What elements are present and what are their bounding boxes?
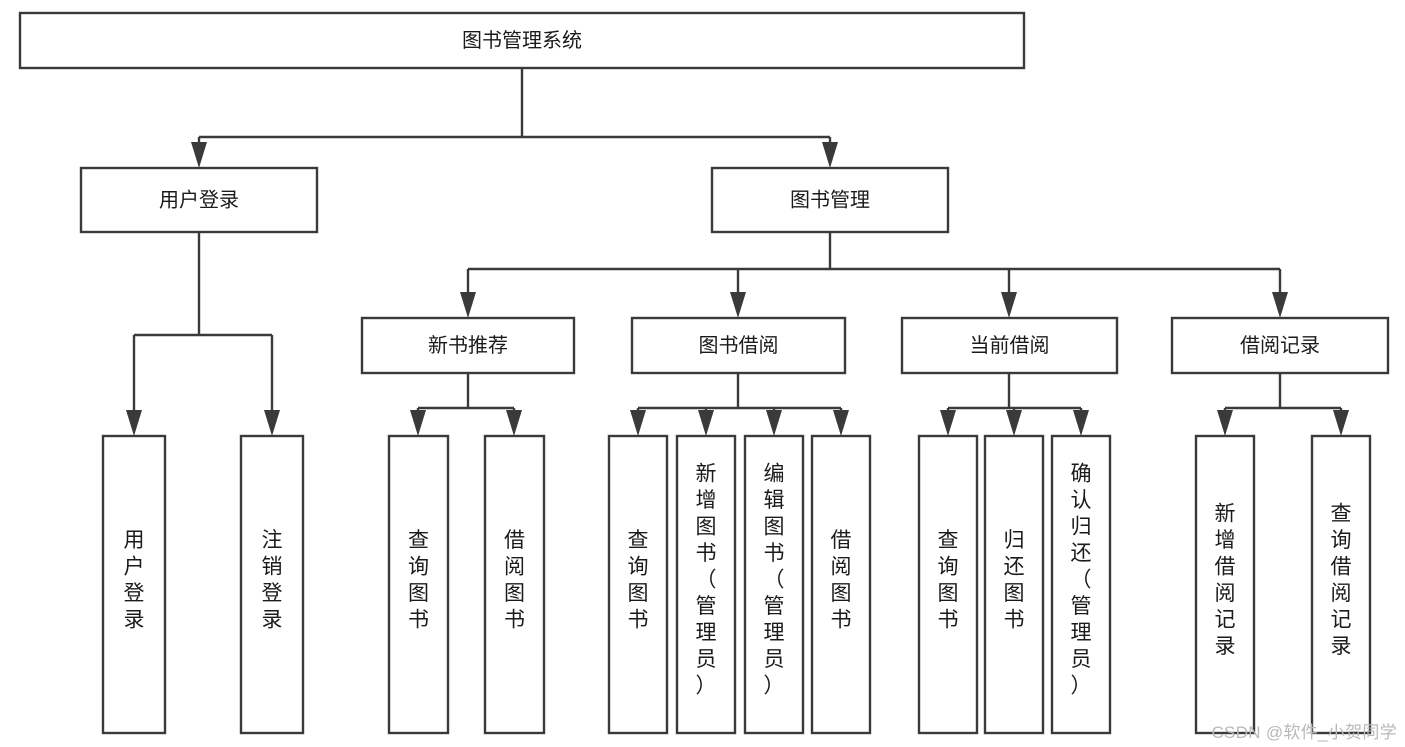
node-leaf-7[interactable]: 借阅图书	[810, 434, 872, 735]
connector-group-bookmgmt-to-level3	[460, 232, 1288, 318]
node-level2-1[interactable]: 图书管理	[710, 166, 950, 234]
node-leaf-10[interactable]: 确认归还（管理员）	[1050, 434, 1112, 735]
node-leaf-5[interactable]: 新增图书（管理员）	[675, 434, 737, 735]
node-leaf-3[interactable]: 借阅图书	[483, 434, 546, 735]
node-leaf-2[interactable]: 查询图书	[387, 434, 450, 735]
arrow-head-icon	[264, 410, 280, 436]
arrow-head-icon	[1073, 410, 1089, 436]
node-box[interactable]	[360, 316, 576, 375]
node-box[interactable]	[917, 434, 979, 735]
arrow-head-icon	[730, 292, 746, 318]
node-label: 编辑图书（管理员）	[764, 463, 785, 698]
node-leaf-11[interactable]: 新增借阅记录	[1194, 434, 1256, 735]
node-box[interactable]	[1194, 434, 1256, 735]
node-label: 用户登录	[159, 188, 239, 211]
node-leaf-6[interactable]: 编辑图书（管理员）	[743, 434, 805, 735]
node-box[interactable]	[1310, 434, 1372, 735]
node-level2-0[interactable]: 用户登录	[79, 166, 319, 234]
connector-group-borrow-to-leaves	[630, 373, 849, 436]
node-box[interactable]	[630, 316, 847, 375]
arrow-head-icon	[460, 292, 476, 318]
connector-group-current-to-leaves	[940, 373, 1089, 436]
arrow-head-icon	[1006, 410, 1022, 436]
arrow-head-icon	[126, 410, 142, 436]
connector-group-userlogin-to-leaves	[126, 232, 280, 436]
node-label: 借阅图书	[831, 529, 852, 632]
arrow-head-icon	[940, 410, 956, 436]
connector-group-root-to-level2	[191, 68, 838, 168]
arrow-head-icon	[630, 410, 646, 436]
node-label: 新增借阅记录	[1215, 502, 1236, 658]
node-label: 当前借阅	[970, 334, 1050, 357]
node-box[interactable]	[983, 434, 1045, 735]
arrow-head-icon	[766, 410, 782, 436]
node-box[interactable]	[101, 434, 167, 735]
node-label: 确认归还（管理员）	[1071, 463, 1092, 698]
arrow-head-icon	[1333, 410, 1349, 436]
node-box[interactable]	[710, 166, 950, 234]
node-box[interactable]	[743, 434, 805, 735]
node-box[interactable]	[79, 166, 319, 234]
node-leaf-1[interactable]: 注销登录	[239, 434, 305, 735]
node-label: 借阅记录	[1240, 334, 1320, 357]
connector-group-record-to-leaves	[1217, 373, 1349, 436]
connector-group-newbook-to-leaves	[410, 373, 522, 436]
node-label: 图书借阅	[699, 334, 779, 357]
node-label: 查询图书	[938, 529, 959, 632]
node-leaf-0[interactable]: 用户登录	[101, 434, 167, 735]
node-label: 借阅图书	[504, 529, 525, 632]
node-leaf-4[interactable]: 查询图书	[607, 434, 669, 735]
arrow-head-icon	[822, 142, 838, 168]
node-level3-0[interactable]: 新书推荐	[360, 316, 576, 375]
node-leaf-8[interactable]: 查询图书	[917, 434, 979, 735]
arrow-head-icon	[833, 410, 849, 436]
node-label: 新增图书（管理员）	[696, 463, 717, 698]
node-box[interactable]	[607, 434, 669, 735]
node-box[interactable]	[1050, 434, 1112, 735]
node-label: 图书管理	[790, 188, 870, 211]
node-level3-2[interactable]: 当前借阅	[900, 316, 1119, 375]
node-leaf-9[interactable]: 归还图书	[983, 434, 1045, 735]
node-label: 用户登录	[124, 529, 145, 632]
node-box[interactable]	[18, 11, 1026, 70]
node-level3-1[interactable]: 图书借阅	[630, 316, 847, 375]
node-label: 查询图书	[628, 529, 649, 632]
node-box[interactable]	[483, 434, 546, 735]
arrow-head-icon	[1001, 292, 1017, 318]
node-level3-3[interactable]: 借阅记录	[1170, 316, 1390, 375]
node-root-0[interactable]: 图书管理系统	[18, 11, 1026, 70]
arrow-head-icon	[1272, 292, 1288, 318]
node-label: 图书管理系统	[462, 29, 582, 52]
arrow-head-icon	[698, 410, 714, 436]
node-label: 归还图书	[1004, 529, 1025, 632]
node-box[interactable]	[810, 434, 872, 735]
arrow-head-icon	[1217, 410, 1233, 436]
node-label: 注销登录	[262, 529, 283, 632]
node-label: 查询图书	[408, 529, 429, 632]
node-box[interactable]	[675, 434, 737, 735]
arrow-head-icon	[191, 142, 207, 168]
node-leaf-12[interactable]: 查询借阅记录	[1310, 434, 1372, 735]
node-box[interactable]	[239, 434, 305, 735]
node-label: 新书推荐	[428, 334, 508, 357]
arrow-head-icon	[410, 410, 426, 436]
node-box[interactable]	[387, 434, 450, 735]
node-box[interactable]	[900, 316, 1119, 375]
arrow-head-icon	[506, 410, 522, 436]
node-box[interactable]	[1170, 316, 1390, 375]
node-label: 查询借阅记录	[1331, 502, 1352, 658]
